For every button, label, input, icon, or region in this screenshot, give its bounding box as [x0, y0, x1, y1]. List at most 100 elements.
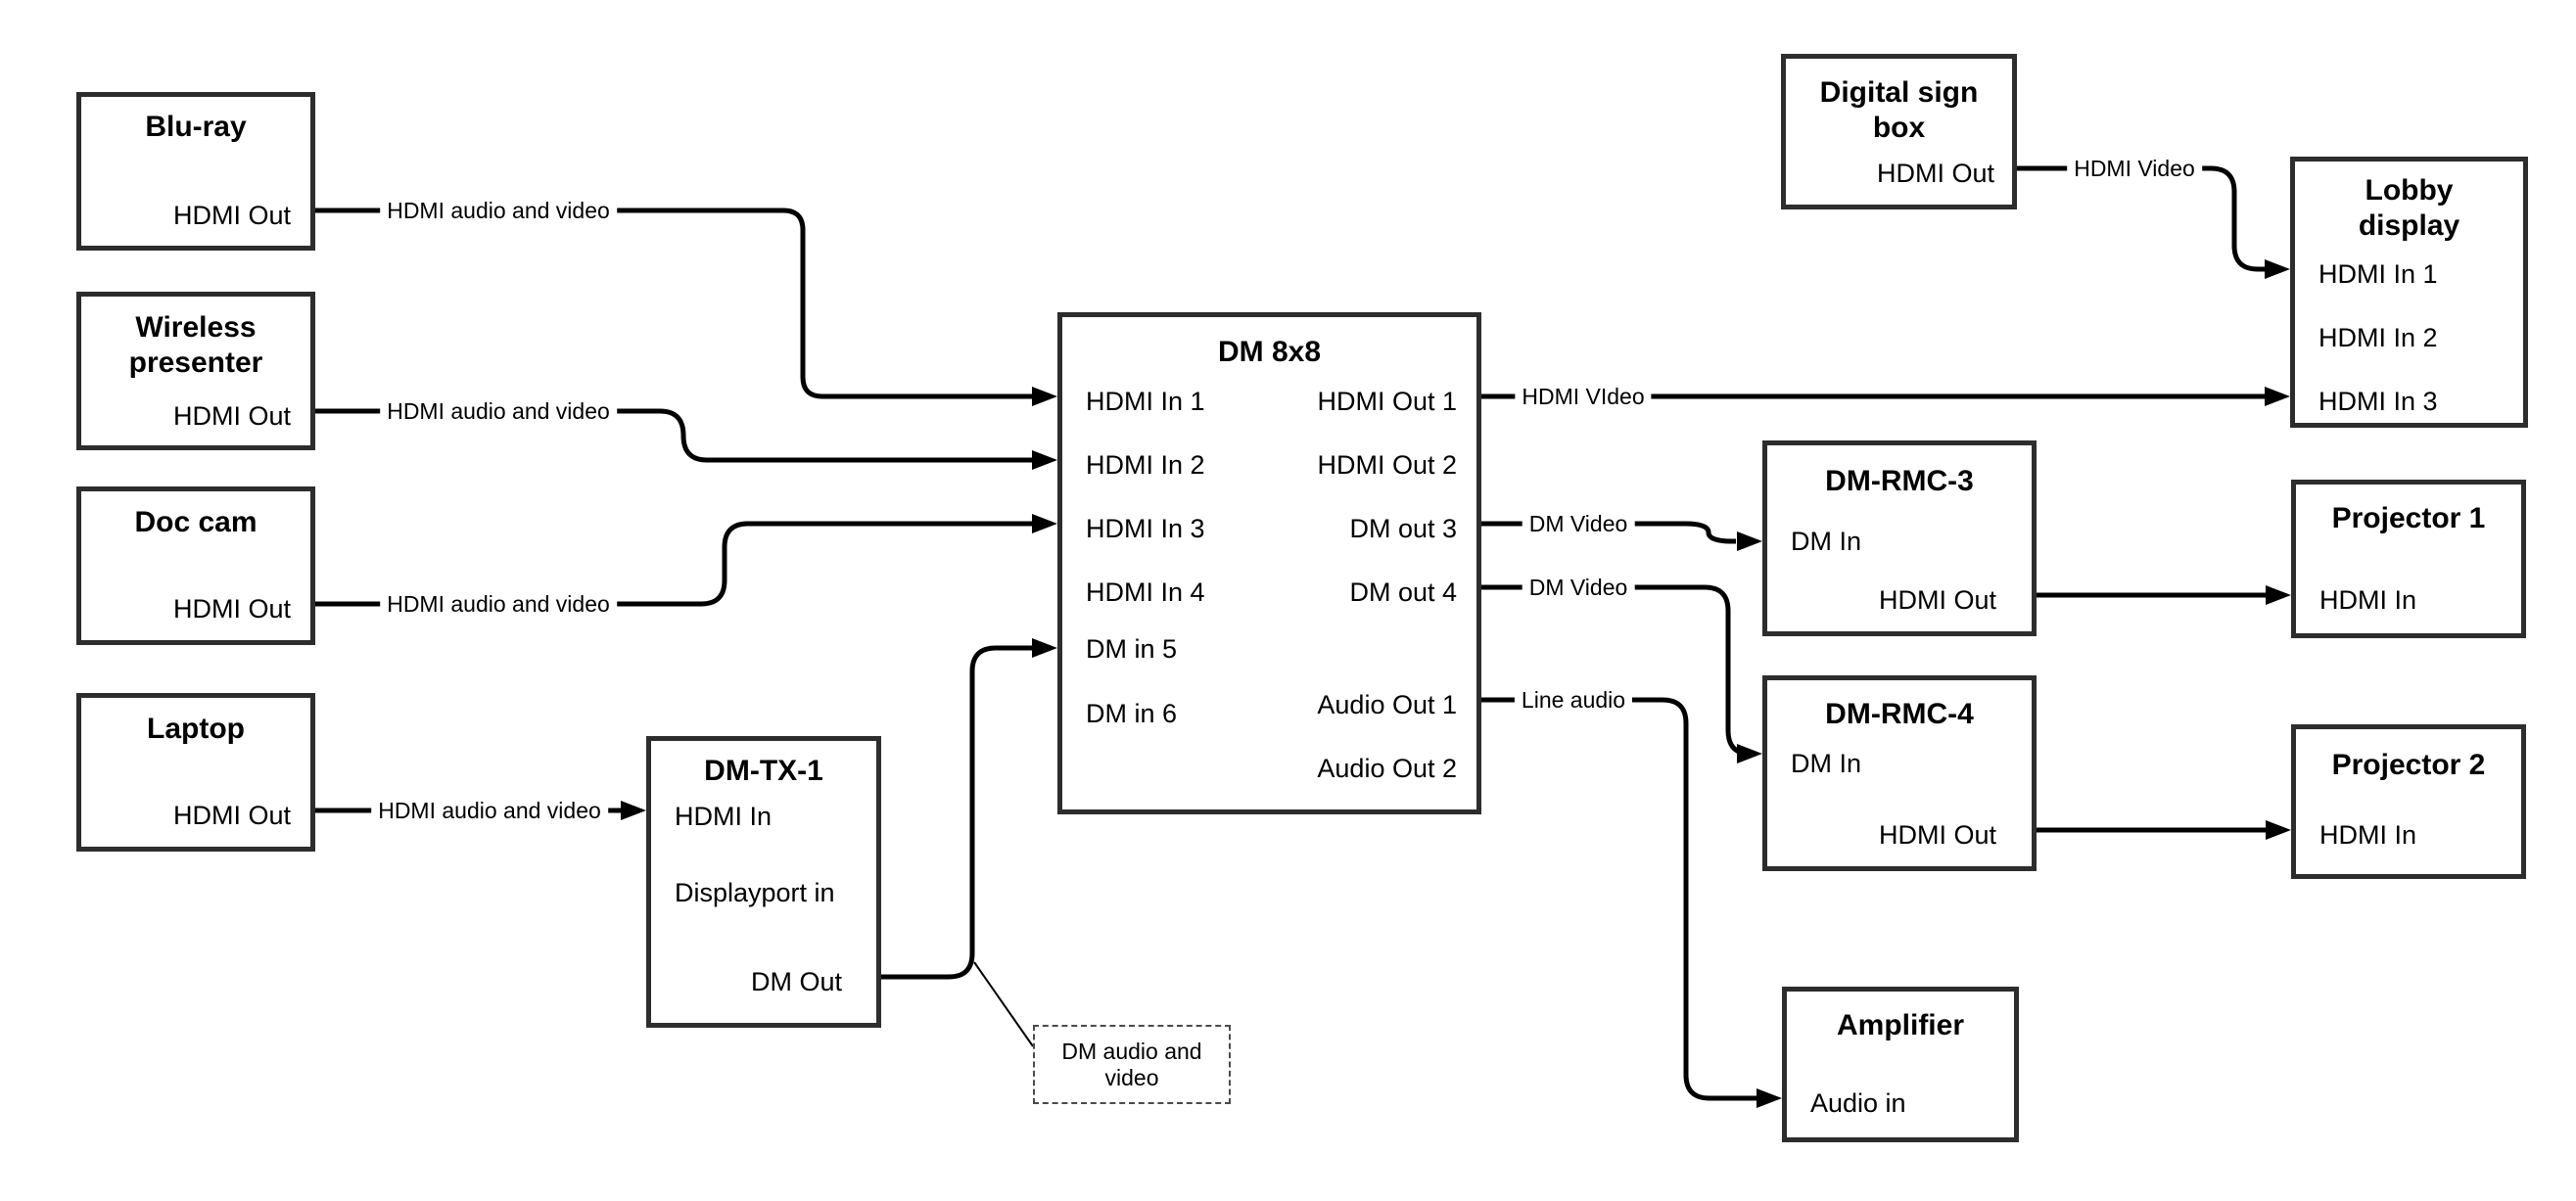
- node-title-line: video: [1104, 1065, 1159, 1090]
- node-title-line: Projector 1: [2331, 502, 2486, 534]
- node-title-line: presenter: [128, 346, 263, 379]
- arrowhead-wireless-to-dm8x8-in2: [1032, 450, 1057, 470]
- port-laptop-hdmi-out: HDMI Out: [172, 801, 291, 830]
- port-dm-8x8-dm-in-6: DM in 6: [1086, 699, 1178, 728]
- node-title-dm-tx-1: DM-TX-1: [651, 754, 876, 789]
- arrowhead-dm-tx-1-to-dm8x8-in5: [1032, 638, 1057, 658]
- node-title-line: DM-RMC-4: [1825, 698, 1974, 730]
- arrowhead-dm8x8-audio1-to-amplifier: [1756, 1088, 1782, 1108]
- node-title-doc-cam: Doc cam: [81, 505, 310, 540]
- port-dm-rmc-3-dm-in: DM In: [1791, 527, 1862, 556]
- connector-doc-cam-to-dm8x8-in3: [315, 521, 1032, 607]
- port-projector-2-hdmi-in: HDMI In: [2319, 820, 2417, 850]
- port-amplifier-audio-in: Audio in: [1810, 1088, 1906, 1118]
- node-title-line: Laptop: [147, 713, 245, 745]
- arrowhead-laptop-to-dm-tx-1: [621, 801, 646, 820]
- connector-label-dm8x8-out1-to-lobby-in3: HDMI VIdeo: [1515, 383, 1652, 410]
- node-title-line: DM-RMC-3: [1825, 465, 1974, 497]
- port-lobby-display-hdmi-in-1: HDMI In 1: [2318, 259, 2438, 289]
- port-digital-sign-box-hdmi-out: HDMI Out: [1876, 159, 1994, 188]
- port-dm-8x8-dm-in-5: DM in 5: [1086, 634, 1178, 664]
- port-dm-8x8-hdmi-in-3: HDMI In 3: [1086, 514, 1205, 543]
- node-projector-1: Projector 1 HDMI In: [2291, 480, 2526, 638]
- port-lobby-display-hdmi-in-2: HDMI In 2: [2318, 323, 2438, 352]
- node-title-line: DM 8x8: [1217, 336, 1322, 368]
- connector-sign-box-to-lobby-in1: [2017, 165, 2265, 272]
- port-dm-8x8-audio-out-2: Audio Out 2: [1317, 754, 1457, 783]
- port-dm-8x8-audio-out-1: Audio Out 1: [1317, 690, 1457, 719]
- connector-dm-tx-1-to-dm8x8-in5: [881, 645, 1032, 980]
- connector-note-callout: [973, 961, 1034, 1047]
- connector-label-sign-box-to-lobby-in1: HDMI Video: [2067, 155, 2202, 182]
- node-title-line: Projector 2: [2331, 749, 2486, 781]
- node-title-line: Blu-ray: [145, 111, 247, 143]
- arrowhead-dm8x8-out3-to-dm-rmc-3: [1737, 531, 1762, 551]
- node-title-line: display: [2358, 209, 2460, 242]
- node-title-blu-ray: Blu-ray: [81, 110, 310, 145]
- port-wireless-presenter-hdmi-out: HDMI Out: [172, 401, 291, 431]
- connector-label-dm8x8-out3-to-dm-rmc-3: DM Video: [1522, 510, 1635, 537]
- port-dm-rmc-3-hdmi-out: HDMI Out: [1878, 585, 1996, 615]
- connector-label-doc-cam-to-dm8x8-in3: HDMI audio and video: [380, 590, 617, 618]
- node-title-line: Doc cam: [134, 506, 258, 538]
- connector-blu-ray-to-dm8x8-in1: [315, 208, 1032, 399]
- node-title-line: DM-TX-1: [704, 755, 823, 787]
- port-dm-8x8-hdmi-out-2: HDMI Out 2: [1317, 450, 1457, 480]
- port-projector-1-hdmi-in: HDMI In: [2319, 585, 2417, 615]
- node-title-dm-rmc-4: DM-RMC-4: [1767, 697, 2032, 732]
- arrowhead-sign-box-to-lobby-in1: [2265, 259, 2290, 279]
- connector-label-blu-ray-to-dm8x8-in1: HDMI audio and video: [380, 197, 617, 224]
- port-dm-8x8-dm-out-4: DM out 4: [1349, 577, 1457, 607]
- connector-label-laptop-to-dm-tx-1: HDMI audio and video: [371, 797, 608, 824]
- connector-label-dm8x8-audio1-to-amplifier: Line audio: [1514, 686, 1633, 714]
- node-title-projector-1: Projector 1: [2296, 501, 2521, 536]
- node-title-line: Lobby: [2365, 174, 2454, 207]
- port-dm-8x8-hdmi-in-1: HDMI In 1: [1086, 387, 1205, 416]
- connector-dm8x8-audio1-to-amplifier: [1481, 697, 1756, 1101]
- port-lobby-display-hdmi-in-3: HDMI In 3: [2318, 387, 2438, 416]
- node-projector-2: Projector 2 HDMI In: [2291, 724, 2526, 879]
- node-title-amplifier: Amplifier: [1787, 1008, 2014, 1043]
- node-title-line: DM audio and: [1061, 1039, 1202, 1064]
- node-title-dm-8x8: DM 8x8: [1062, 335, 1476, 370]
- node-title-projector-2: Projector 2: [2296, 748, 2521, 783]
- node-title-dm-rmc-3: DM-RMC-3: [1767, 464, 2032, 499]
- arrowhead-doc-cam-to-dm8x8-in3: [1032, 514, 1057, 533]
- arrowhead-dm-rmc-3-to-projector-1: [2266, 585, 2291, 605]
- port-dm-8x8-dm-out-3: DM out 3: [1349, 514, 1457, 543]
- node-dm-rmc-3: DM-RMC-3 DM In HDMI Out: [1762, 440, 2037, 636]
- node-title-laptop: Laptop: [81, 712, 310, 747]
- port-blu-ray-hdmi-out: HDMI Out: [172, 201, 291, 230]
- port-dm-tx-1-hdmi-in: HDMI In: [675, 802, 773, 831]
- port-dm-8x8-hdmi-in-4: HDMI In 4: [1086, 577, 1205, 607]
- port-dm-rmc-4-dm-in: DM In: [1791, 749, 1862, 778]
- node-title-line: Amplifier: [1836, 1009, 1965, 1041]
- port-dm-rmc-4-hdmi-out: HDMI Out: [1878, 820, 1996, 850]
- node-dm-rmc-4: DM-RMC-4 DM In HDMI Out: [1762, 675, 2037, 871]
- node-title-line: Digital sign: [1819, 76, 1979, 109]
- connector-dm8x8-out4-to-dm-rmc-4: [1481, 584, 1751, 757]
- connector-dm8x8-out3-to-dm-rmc-3: [1481, 521, 1736, 544]
- port-dm-8x8-hdmi-in-2: HDMI In 2: [1086, 450, 1205, 480]
- port-dm-tx-1-displayport-in: Displayport in: [675, 878, 835, 907]
- node-title-line: Wireless: [135, 311, 257, 344]
- port-dm-8x8-hdmi-out-1: HDMI Out 1: [1317, 387, 1457, 416]
- port-doc-cam-hdmi-out: HDMI Out: [172, 594, 291, 624]
- arrowhead-dm-rmc-4-to-projector-2: [2266, 820, 2291, 840]
- arrowhead-blu-ray-to-dm8x8-in1: [1032, 387, 1057, 406]
